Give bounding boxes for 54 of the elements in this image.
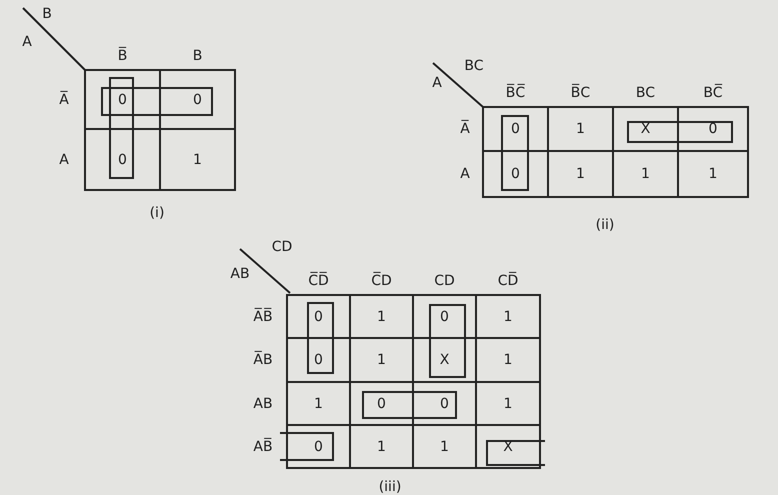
- variable-label: BC: [464, 59, 484, 73]
- cell-value: 0: [314, 310, 323, 324]
- cell-value: 0: [193, 92, 202, 106]
- cell-value: 1: [193, 152, 202, 166]
- cell-value: 1: [377, 353, 386, 367]
- cell-value: 1: [576, 122, 585, 136]
- column-header: B: [192, 49, 202, 63]
- cell-value: X: [640, 122, 650, 136]
- cell-value: 1: [440, 440, 449, 454]
- cell-value: 1: [504, 310, 512, 324]
- cell-value: 0: [118, 92, 127, 106]
- variable-label: A: [22, 35, 32, 49]
- row-header: A̅B: [253, 353, 273, 367]
- cell-value: 0: [314, 440, 323, 454]
- figure-caption: (ii): [596, 218, 614, 232]
- cell-value: 0: [511, 122, 520, 136]
- cell-value: 1: [504, 396, 512, 410]
- variable-label: AB: [230, 267, 250, 281]
- column-header: B̅: [118, 49, 128, 63]
- cell-value: 1: [314, 396, 323, 410]
- variable-label: A: [432, 76, 442, 90]
- column-header: BC: [636, 86, 656, 100]
- column-header: BC̅: [703, 86, 723, 100]
- column-header: C̅D: [371, 274, 392, 288]
- variable-label: CD: [272, 240, 292, 254]
- column-header: CD̅: [498, 274, 518, 288]
- cell-value: X: [440, 353, 450, 367]
- row-header: A̅: [59, 92, 69, 106]
- cell-value: 1: [708, 167, 718, 181]
- cell-value: 1: [504, 353, 512, 367]
- column-header: B̅C: [570, 86, 590, 100]
- cell-value: 0: [511, 167, 520, 181]
- figure-caption: (iii): [378, 480, 402, 494]
- variable-label: B: [42, 7, 52, 21]
- cell-value: 0: [314, 353, 323, 367]
- row-header: A̅B̅: [253, 310, 273, 324]
- cell-value: 0: [118, 152, 127, 166]
- cell-value: 0: [440, 310, 449, 324]
- row-header: AB: [253, 396, 273, 410]
- cell-value: 0: [708, 122, 718, 136]
- cell-value: 1: [576, 167, 585, 181]
- cell-value: 1: [641, 167, 650, 181]
- column-header: B̅C̅: [506, 86, 526, 100]
- column-header: C̅D̅: [308, 274, 329, 288]
- row-header: A̅: [460, 122, 470, 136]
- figure-caption: (i): [150, 206, 164, 220]
- row-header: AB̅: [253, 440, 273, 454]
- cell-value: 0: [440, 396, 449, 410]
- cell-value: 0: [377, 396, 386, 410]
- row-header: A: [460, 167, 470, 181]
- cell-value: 1: [377, 310, 386, 324]
- column-header: CD: [434, 274, 455, 288]
- cell-value: 1: [377, 440, 386, 454]
- row-header: A: [59, 152, 69, 166]
